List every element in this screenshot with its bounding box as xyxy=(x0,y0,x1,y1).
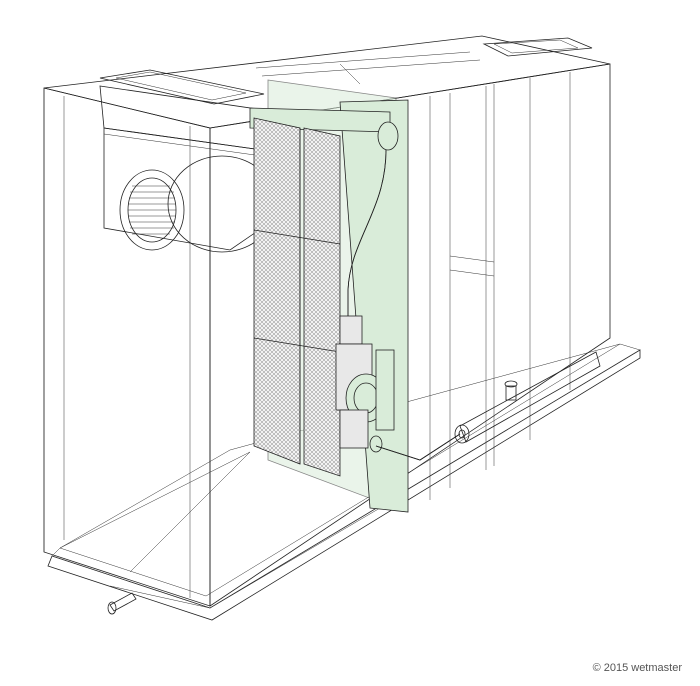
service-valve xyxy=(504,380,518,401)
drain-connection-pipe xyxy=(369,433,461,461)
pump-assembly xyxy=(335,315,395,449)
drain-header-pipe xyxy=(454,351,601,444)
copyright-notice: © 2015 wetmaster xyxy=(592,662,682,674)
drain-pipe xyxy=(107,592,137,615)
supply-pipe xyxy=(347,121,399,330)
fan-grille xyxy=(128,185,176,235)
unit-casing xyxy=(43,35,611,609)
blower-fan xyxy=(119,155,277,253)
wetted-media-panels xyxy=(253,117,341,477)
